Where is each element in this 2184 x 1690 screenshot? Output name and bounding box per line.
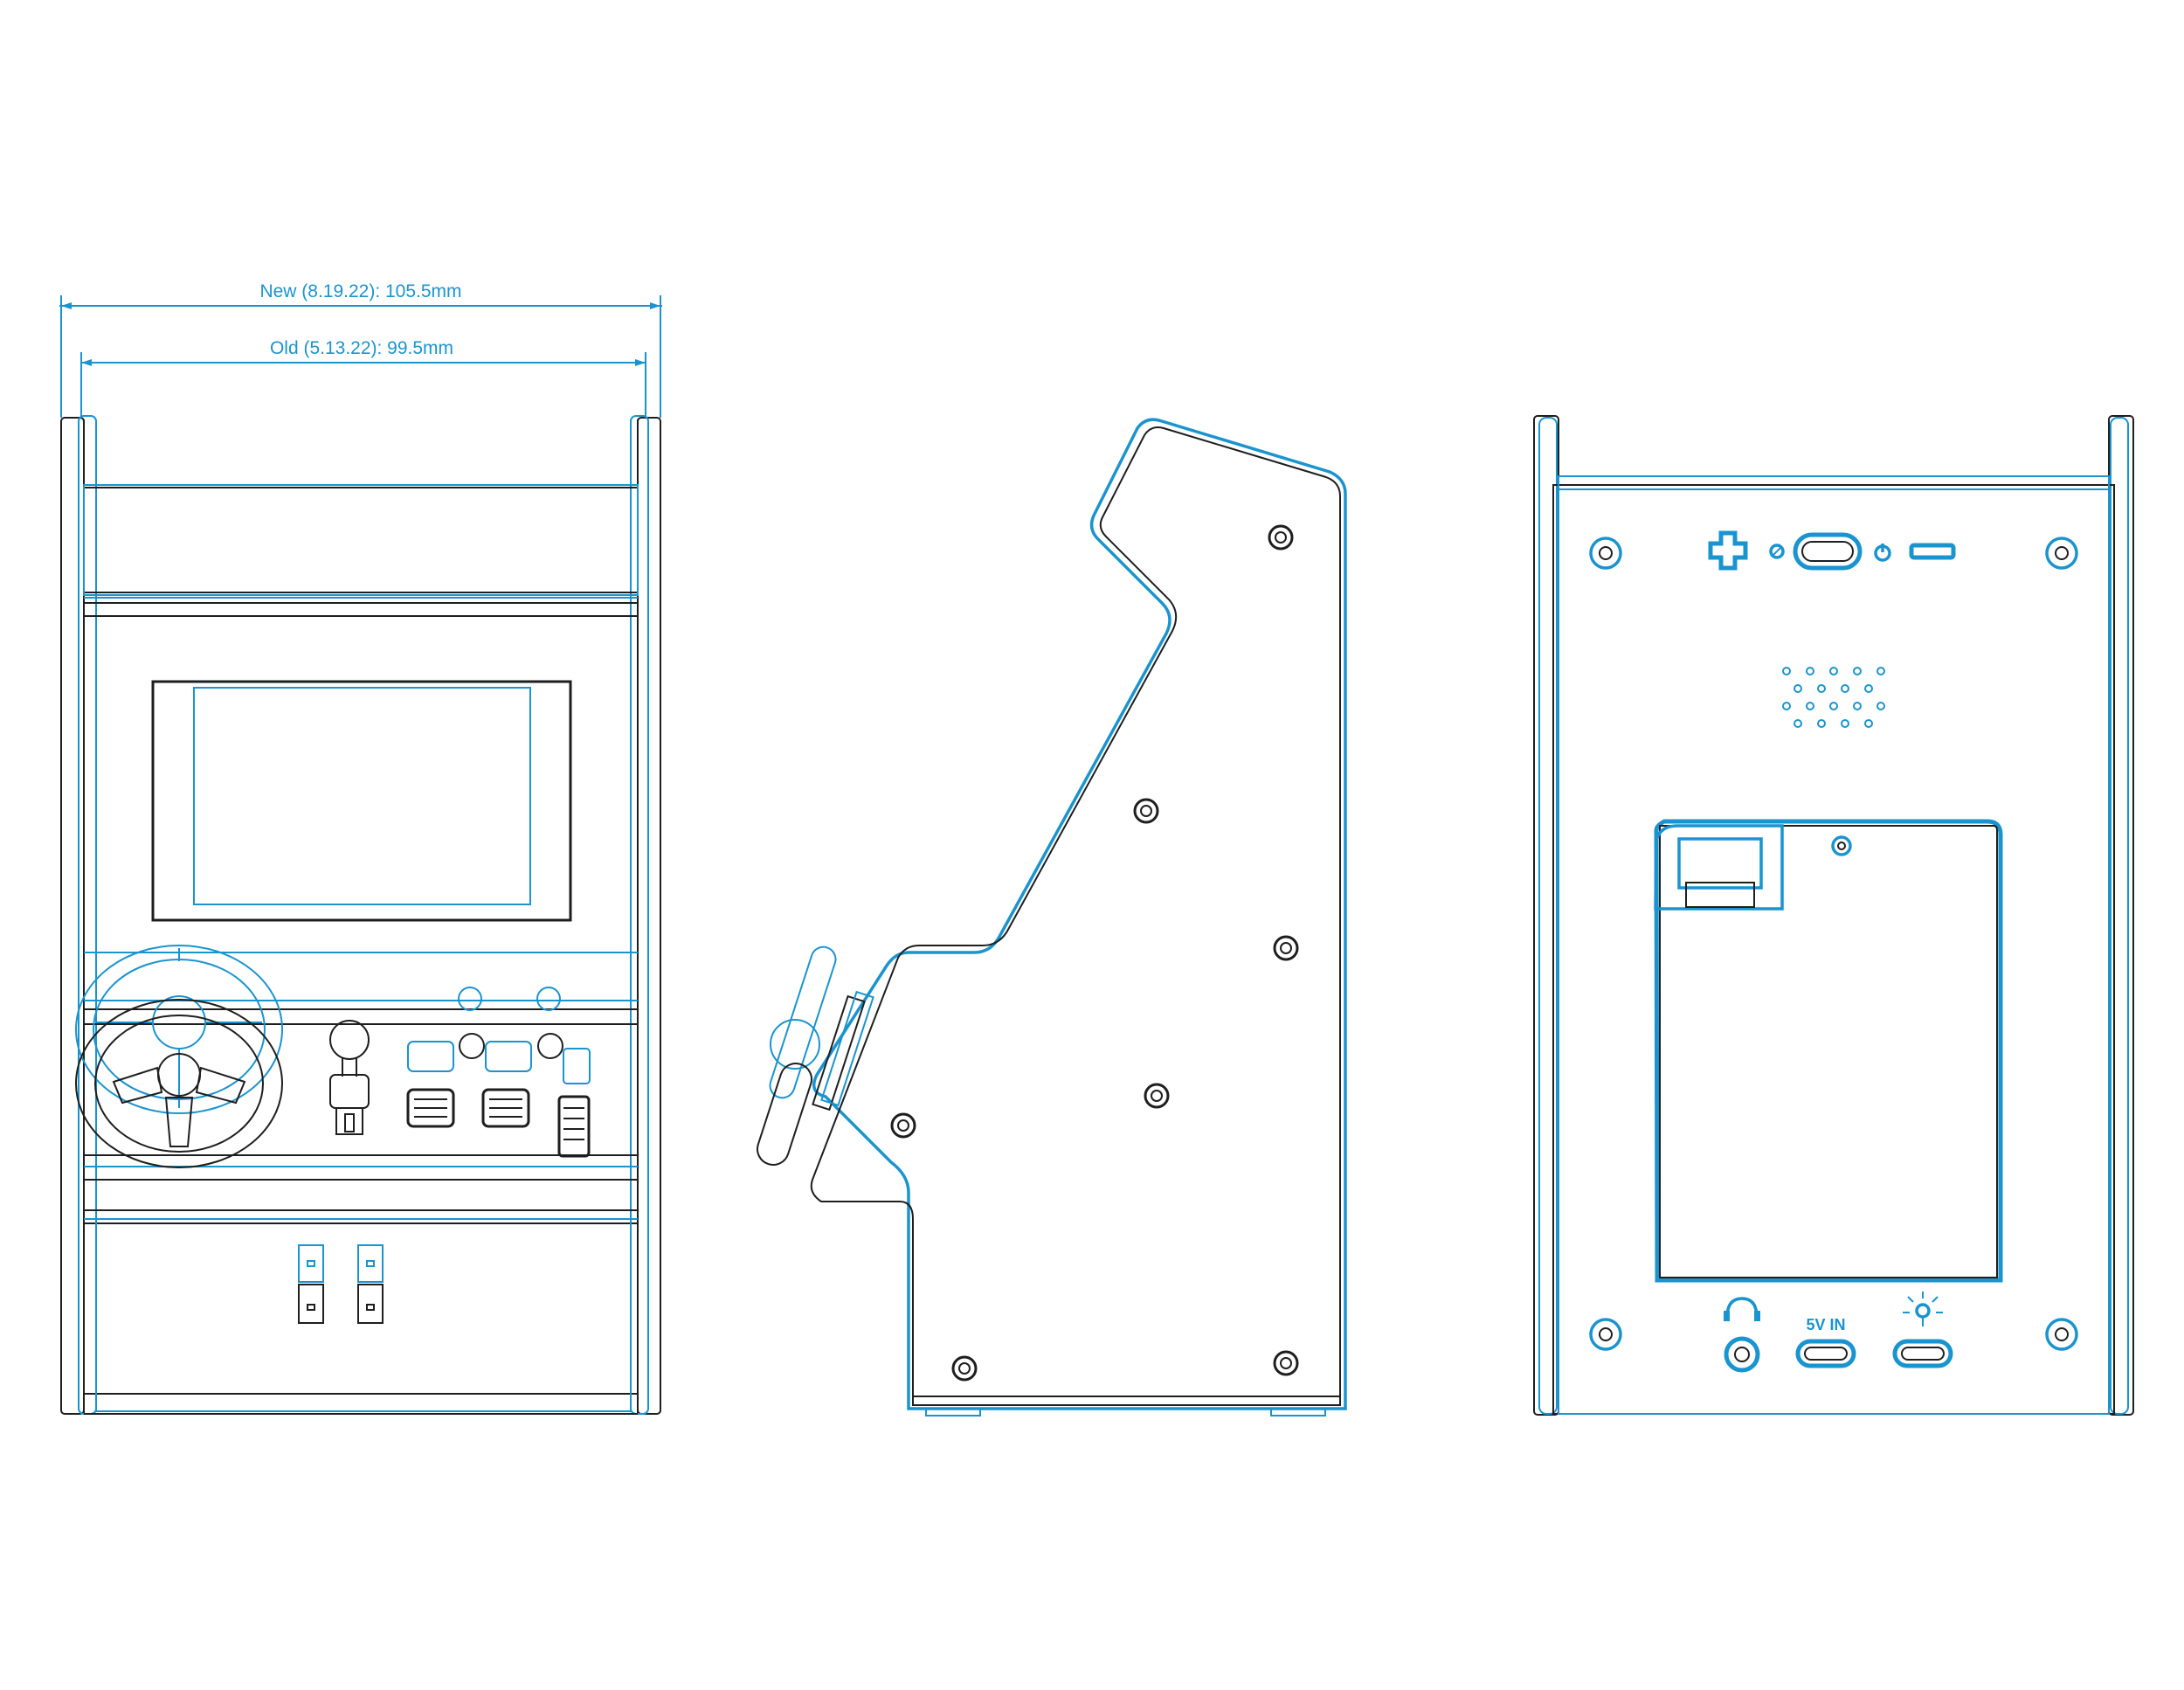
minus-icon [1909, 543, 1956, 560]
side-view [757, 418, 1347, 1416]
plus-icon [1708, 530, 1748, 571]
steering-wheel-new [75, 945, 283, 1114]
light-bulb-icon [1903, 1292, 1943, 1326]
grille-hole [1817, 719, 1826, 728]
steering-wheel-old [75, 999, 283, 1168]
grille-hole [1829, 702, 1838, 710]
dimension-old: Old (5.13.22): 99.5mm [80, 338, 646, 418]
grille-hole [1864, 684, 1873, 693]
grille-hole [1806, 667, 1814, 675]
grille-hole [1864, 719, 1873, 728]
power-in-label: 5V IN [1806, 1316, 1845, 1333]
headphones-icon [1724, 1297, 1760, 1321]
back-screws [1589, 537, 2078, 1351]
grille-hole [1876, 702, 1885, 710]
grille-hole [1853, 667, 1862, 675]
dimension-new: New (8.19.22): 105.5mm [59, 281, 662, 418]
grille-hole [1782, 702, 1791, 710]
front-view [60, 415, 661, 1415]
grille-hole [1829, 667, 1838, 675]
old-width-label: Old (5.13.22): 99.5mm [270, 338, 453, 358]
joystick [329, 1020, 370, 1135]
light-port [1892, 1339, 1953, 1368]
grille-hole [1841, 719, 1849, 728]
grille-hole [1841, 684, 1849, 693]
back-view: 5V IN [1533, 415, 2134, 1416]
headphone-jack [1724, 1336, 1760, 1373]
grille-hole [1794, 719, 1802, 728]
side-screws [890, 524, 1299, 1382]
new-width-label: New (8.19.22): 105.5mm [259, 281, 461, 301]
power-icon [1874, 544, 1891, 562]
grille-hole [1794, 684, 1802, 693]
battery-door [1654, 819, 2003, 1283]
grille-hole [1817, 684, 1826, 693]
grille-hole [1853, 702, 1862, 710]
power-slider [1793, 532, 1863, 571]
brightness-icon [1769, 544, 1785, 559]
speaker-grille-icon [1782, 667, 1885, 728]
usb-power-port [1795, 1339, 1856, 1368]
grille-hole [1806, 702, 1814, 710]
grille-hole [1782, 667, 1791, 675]
grille-hole [1876, 667, 1885, 675]
